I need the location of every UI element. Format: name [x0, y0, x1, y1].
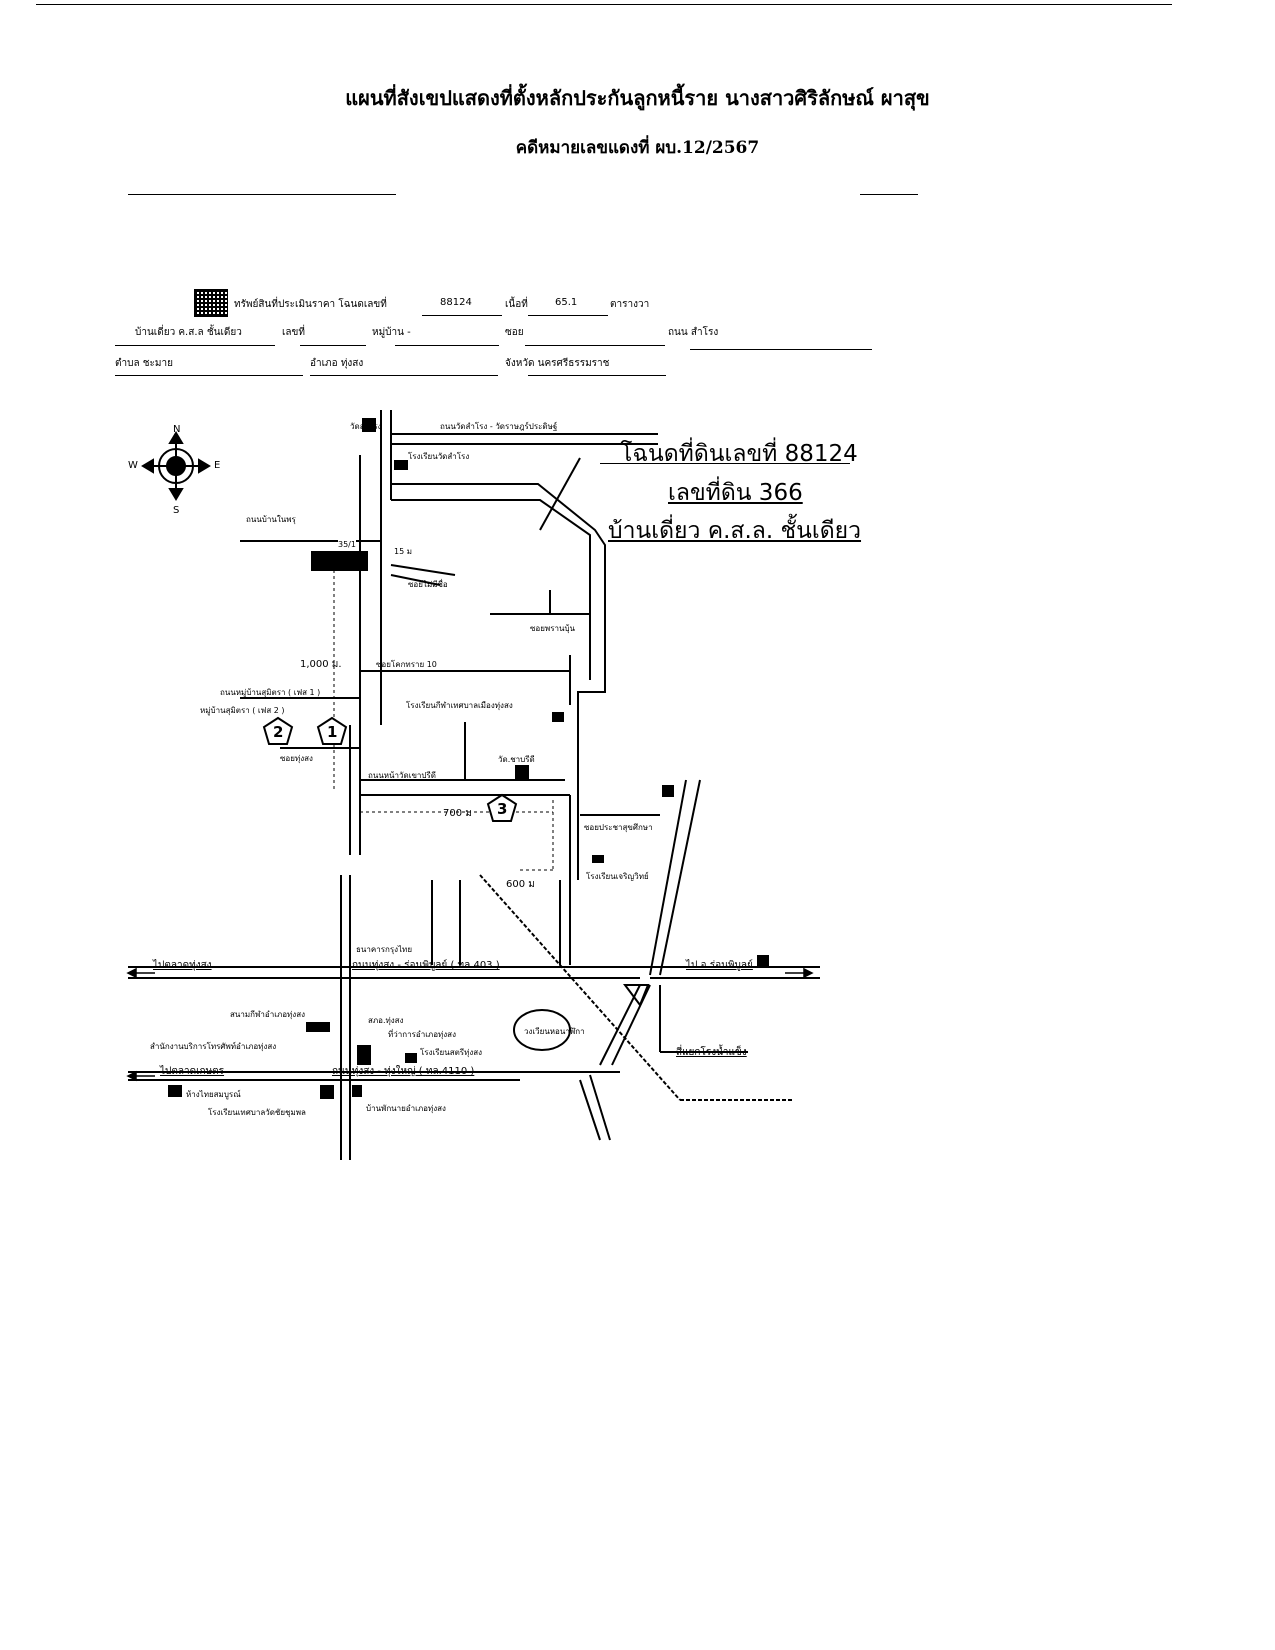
district-label: อำเภอ ทุ่งสง	[310, 358, 364, 369]
label-soi-no-name: ซอยไม่มีชื่อ	[408, 580, 448, 589]
store-icon	[757, 955, 769, 967]
temple-icon	[362, 418, 376, 432]
label-mu-ban-phase2: หมู่บ้านสุมิตรา ( เฟส 2 )	[200, 706, 285, 715]
label-to-ronphibun: ไป อ.ร่อนพิบูลย์	[686, 960, 753, 971]
building-label: บ้านเดี่ยว ค.ส.ล ชั้นเดียว	[135, 327, 242, 338]
label-to-kaset: ไปตลาดเกษตร	[160, 1066, 225, 1077]
label-school-sport: โรงเรียนกีฬาเทศบาลเมืองทุ่งสง	[406, 701, 513, 710]
label-soi-prachasuk: ซอยประชาสุขศึกษา	[584, 823, 653, 832]
railway	[479, 874, 681, 1101]
callout-land-no: เลขที่ดิน 366	[668, 480, 803, 506]
label-soi-khok: ซอยโคกทราย 10	[376, 660, 437, 669]
label-residence: บ้านพักนายอำเภอทุ่งสง	[366, 1104, 446, 1113]
marker-1-label: 1	[327, 723, 338, 741]
district-office-icon	[357, 1045, 371, 1065]
soi-label: ซอย	[505, 327, 524, 338]
page-title: แผนที่สังเขปแสดงที่ตั้งหลักประกันลูกหนี้…	[345, 86, 930, 110]
label-road-samrong: ถนนวัดสำโรง - วัดราษฎร์ประดิษฐ์	[440, 422, 558, 431]
label-plot: 35/1	[338, 540, 356, 549]
road-loop	[391, 483, 606, 760]
divider-left	[128, 194, 396, 195]
label-post: สภอ.ทุ่งสง	[368, 1016, 404, 1025]
label-to-market: ไปตลาดทุ่งสง	[153, 960, 212, 971]
subdistrict-label: ตำบล ชะมาย	[115, 358, 173, 369]
label-circle: วงเวียนหอนาฬิกา	[524, 1027, 585, 1036]
label-school-muni: โรงเรียนเทศบาลวัดชัยชุมพล	[208, 1108, 306, 1117]
asset-label: ทรัพย์สินที่ประเมินราคา โฉนดเลขที่	[234, 299, 387, 310]
label-dist-1000: 1,000 ม.	[300, 659, 342, 670]
compass-s: S	[173, 505, 180, 516]
compass-e: E	[214, 460, 221, 471]
top-border	[36, 4, 1172, 5]
label-wat-samrong: วัดสำโรง	[350, 422, 382, 431]
case-number: คดีหมายเลขแดงที่ ผบ.12/2567	[515, 138, 760, 158]
label-district-office: ที่ว่าการอำเภอทุ่งสง	[388, 1030, 456, 1039]
marker-2-icon	[262, 716, 294, 745]
school-muni-icon	[320, 1085, 334, 1099]
village-label: หมู่บ้าน -	[372, 327, 411, 338]
store-thai-icon	[168, 1085, 182, 1097]
label-telecom: สำนักงานบริการโทรศัพท์อำเภอทุ่งสง	[150, 1042, 277, 1051]
label-dist-600: 600 ม	[506, 879, 535, 890]
stadium-icon	[306, 1022, 330, 1032]
deed-number: 88124	[440, 297, 472, 308]
label-dist-700: 700 ม	[443, 808, 472, 819]
marker-3-label: 3	[497, 800, 508, 818]
label-school-charoen: โรงเรียนเจริญวิทย์	[586, 872, 649, 881]
school-charoen-icon	[592, 855, 604, 863]
marker-1-icon	[316, 716, 348, 745]
road-label: ถนน สำโรง	[668, 327, 719, 338]
label-road-mu-ban: ถนนหมู่บ้านสุมิตรา ( เฟส 1 )	[220, 688, 321, 697]
label-soi-phran: ซอยพรานบุ้น	[530, 624, 575, 633]
label-road-wat: ถนนหน้าวัดเขาปรีดี	[368, 771, 436, 780]
asset-grid-icon	[194, 289, 228, 317]
label-dist-15: 15 ม	[394, 547, 412, 556]
school-icon	[394, 460, 408, 470]
seven-eleven-icon	[662, 785, 674, 797]
callout-house: บ้านเดี่ยว ค.ส.ล. ชั้นเดียว	[608, 518, 862, 544]
divider-right	[860, 194, 918, 195]
label-store: ห้างไทยสมบูรณ์	[186, 1090, 241, 1099]
label-road-south: ถนนทุ่งสง - ทุ่งใหญ่ ( ทล.4110 )	[332, 1066, 475, 1077]
callout-deed: โฉนดที่ดินเลขที่ 88124	[620, 441, 858, 467]
wat-icon	[515, 765, 529, 779]
school-sport-icon	[552, 712, 564, 722]
area-label: เนื้อที่	[505, 299, 528, 310]
label-school-satri: โรงเรียนสตรีทุ่งสง	[420, 1048, 483, 1057]
label-bank: ธนาคารกรุงไทย	[356, 945, 413, 954]
school-satri-icon	[405, 1053, 417, 1063]
compass-n: N	[173, 424, 181, 435]
road-soi-no-name	[390, 564, 456, 576]
house-block-icon	[311, 551, 368, 571]
label-road-ban-nai-phru: ถนนบ้านในพรุ	[246, 515, 296, 524]
clock-circle	[513, 1009, 571, 1051]
label-soi-thung: ซอยทุ่งสง	[280, 754, 313, 763]
house-no-label: เลขที่	[282, 327, 305, 338]
compass-icon	[141, 431, 211, 501]
label-road-main: ถนนทุ่งสง - ร่อนพิบูลย์ ( ทล.403 )	[352, 960, 500, 971]
area-unit: ตารางวา	[610, 299, 650, 310]
compass-w: W	[128, 460, 138, 471]
label-school-samrong: โรงเรียนวัดสำโรง	[408, 452, 470, 461]
label-wat-khao-ruesi: วัด.ชาบรีดี	[498, 755, 535, 764]
residence-icon	[352, 1085, 362, 1097]
marker-3-icon	[486, 793, 518, 822]
marker-2-label: 2	[273, 723, 284, 741]
province-label: จังหวัด นครศรีธรรมราช	[505, 358, 610, 369]
area-value: 65.1	[555, 297, 578, 308]
label-stadium: สนามกีฬาอำเภอทุ่งสง	[230, 1010, 305, 1019]
label-junction: สี่แยกโรงน้ำแข็ง	[676, 1047, 747, 1058]
